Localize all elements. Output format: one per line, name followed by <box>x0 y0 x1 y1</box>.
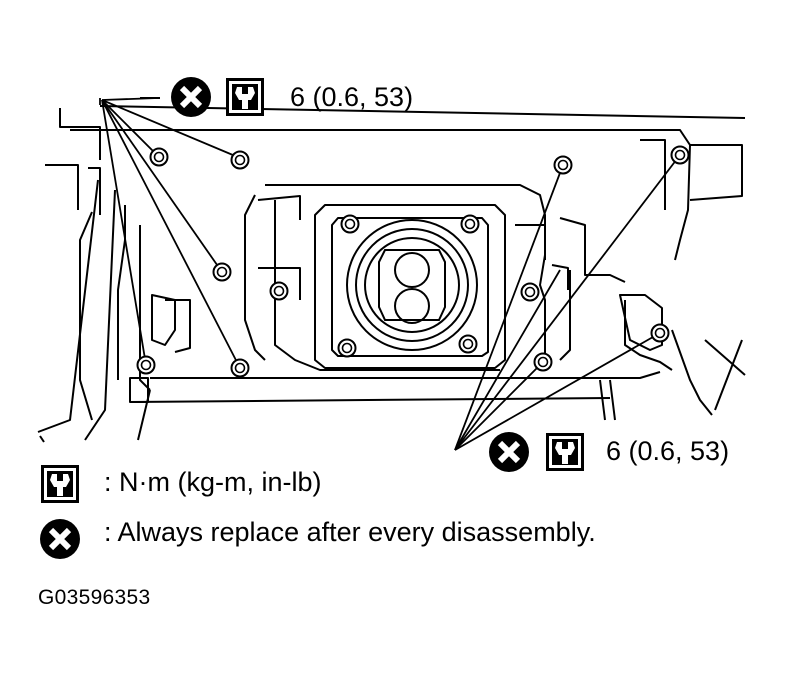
bolt <box>340 214 360 234</box>
replace-note-legend: : Always replace after every disassembly… <box>104 517 596 547</box>
x-circle-icon <box>40 519 80 559</box>
bolts <box>136 145 690 378</box>
leader-lines-top <box>99 97 241 369</box>
bolt <box>212 262 232 282</box>
bolt <box>520 282 540 302</box>
housing-outline <box>37 97 746 443</box>
x-circle-icon <box>489 432 529 472</box>
wrench-icon <box>546 433 584 471</box>
bolt <box>149 147 169 167</box>
bolt <box>230 150 250 170</box>
leader-lines-bottom <box>454 154 681 451</box>
pump-assembly <box>346 219 478 351</box>
bolt <box>460 214 480 234</box>
bolt <box>670 145 690 165</box>
x-circle-icon <box>171 77 211 117</box>
wrench-icon <box>226 78 264 116</box>
top-torque-label: 6 (0.6, 53) <box>290 82 414 112</box>
figure-id: G03596353 <box>38 586 151 609</box>
bolt <box>553 155 573 175</box>
bolt <box>230 358 250 378</box>
bolt <box>650 323 670 343</box>
bolt <box>269 281 289 301</box>
bottom-torque-label: 6 (0.6, 53) <box>606 436 730 466</box>
bolt <box>533 352 553 372</box>
bolt <box>337 338 357 358</box>
torque-units-legend: : N·m (kg-m, in-lb) <box>104 467 322 497</box>
bolt <box>136 355 156 375</box>
bolt <box>458 334 478 354</box>
wrench-icon <box>41 465 79 503</box>
